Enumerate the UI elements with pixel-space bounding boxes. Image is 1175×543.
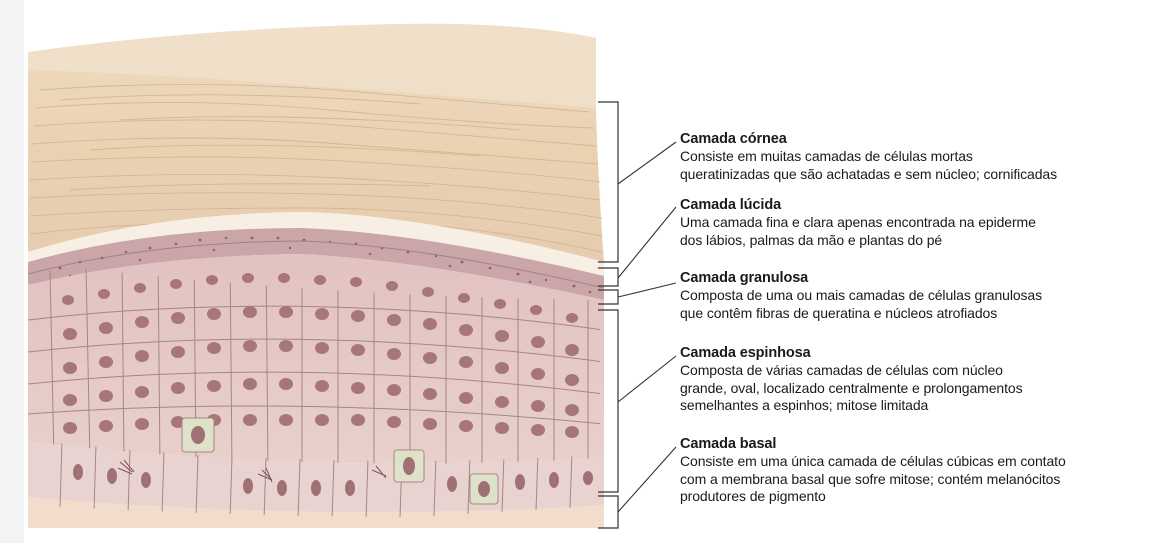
- label-desc-line: produtores de pigmento: [680, 488, 1170, 506]
- label-desc-line: Composta de várias camadas de células co…: [680, 362, 1170, 380]
- label-desc-line: grande, oval, localizado centralmente e …: [680, 380, 1170, 398]
- label-title: Camada basal: [680, 436, 1170, 453]
- label-camada-espinhosa: Camada espinhosa Composta de várias cama…: [680, 345, 1170, 415]
- label-camada-lucida: Camada lúcida Uma camada fina e clara ap…: [680, 197, 1170, 249]
- label-desc-line: Consiste em muitas camadas de células mo…: [680, 148, 1170, 166]
- label-desc-line: Uma camada fina e clara apenas encontrad…: [680, 214, 1170, 232]
- label-title: Camada lúcida: [680, 197, 1170, 214]
- label-title: Camada espinhosa: [680, 345, 1170, 362]
- label-desc-line: que contêm fibras de queratina e núcleos…: [680, 305, 1170, 323]
- label-camada-cornea: Camada córnea Consiste em muitas camadas…: [680, 131, 1170, 183]
- label-title: Camada granulosa: [680, 270, 1170, 287]
- label-desc-line: Consiste em uma única camada de células …: [680, 453, 1170, 471]
- label-camada-granulosa: Camada granulosa Composta de uma ou mais…: [680, 270, 1170, 322]
- label-desc-line: Composta de uma ou mais camadas de célul…: [680, 287, 1170, 305]
- label-title: Camada córnea: [680, 131, 1170, 148]
- left-edge-shading: [0, 0, 24, 543]
- label-desc-line: dos lábios, palmas da mão e plantas do p…: [680, 232, 1170, 250]
- label-desc-line: queratinizadas que são achatadas e sem n…: [680, 166, 1170, 184]
- label-camada-basal: Camada basal Consiste em uma única camad…: [680, 436, 1170, 506]
- label-desc-line: com a membrana basal que sofre mitose; c…: [680, 471, 1170, 489]
- label-desc-line: semelhantes a espinhos; mitose limitada: [680, 397, 1170, 415]
- leader-lines: [618, 142, 676, 512]
